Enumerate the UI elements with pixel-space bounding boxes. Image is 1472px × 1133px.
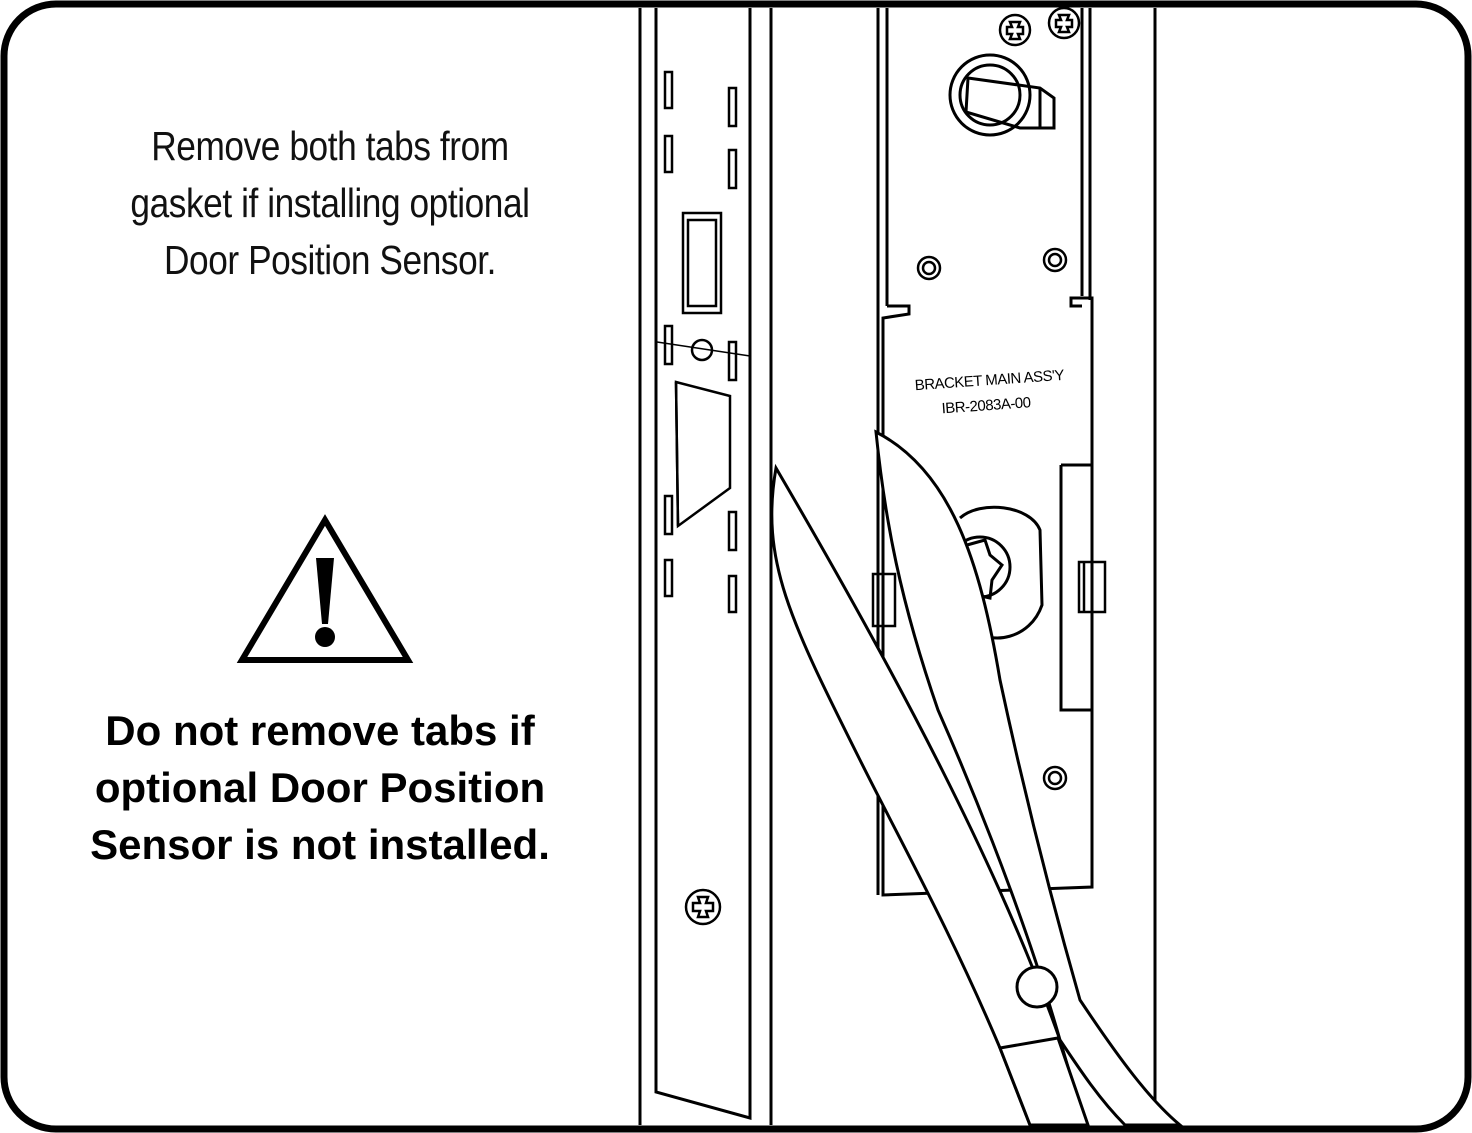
scissors-pivot <box>1015 965 1059 1009</box>
lock-body <box>876 8 1157 1125</box>
door-jamb <box>638 8 773 1125</box>
strike-plate-slots <box>656 70 751 614</box>
gasket-tabs <box>871 560 1107 628</box>
scissors-icon <box>770 429 1185 1127</box>
rivets <box>916 247 1068 791</box>
instruction-line: gasket if installing optional <box>130 180 530 226</box>
screw-heads-top <box>998 6 1081 47</box>
warning-triangle-icon <box>236 514 414 663</box>
instruction-line: Remove both tabs from <box>151 123 509 169</box>
warning-line: optional Door Position <box>94 764 546 811</box>
scissors-handle <box>997 1036 1091 1127</box>
warning-line: Do not remove tabs if <box>105 707 535 754</box>
scissors-lower-blade <box>770 463 1088 1127</box>
scissors-upper-blade <box>874 429 1185 1127</box>
warning-text: Do not remove tabs if optional Door Posi… <box>20 702 620 873</box>
thumb-turn <box>948 53 1056 137</box>
phillips-screw-icon <box>684 888 722 926</box>
instruction-text: Remove both tabs from gasket if installi… <box>81 118 580 289</box>
bracket-label-line2: IBR-2083A-00 <box>941 394 1031 417</box>
warning-line: Sensor is not installed. <box>90 821 550 868</box>
instruction-line: Door Position Sensor. <box>163 237 496 283</box>
